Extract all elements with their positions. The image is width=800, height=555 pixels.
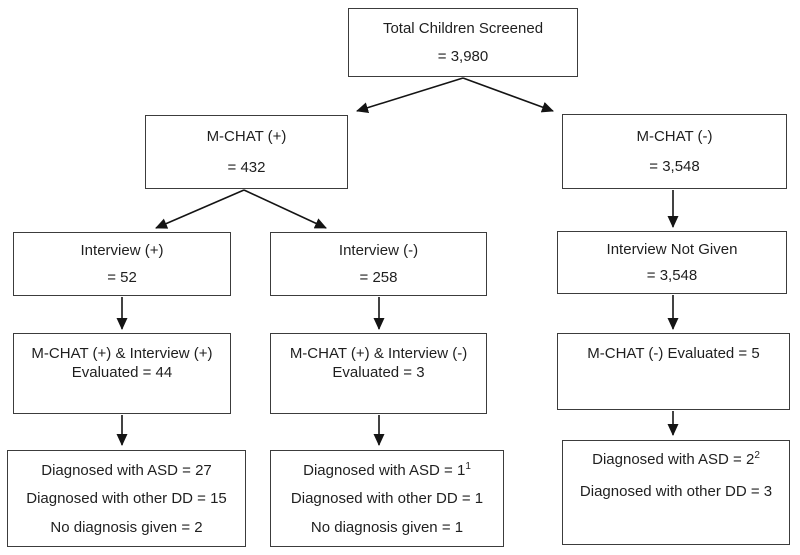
node-dx-not-given: Diagnosed with ASD = 22 Diagnosed with o… (562, 440, 790, 545)
interview-positive-value: = 52 (107, 269, 137, 286)
dx-not-given-other-dd: Diagnosed with other DD = 3 (579, 483, 773, 500)
eval-pos-value: Evaluated = 44 (71, 364, 173, 381)
arrow-total-to-mchat-neg (462, 77, 554, 113)
node-dx-interview-neg: Diagnosed with ASD = 11 Diagnosed with o… (270, 450, 504, 547)
node-interview-negative: Interview (-) = 258 (270, 232, 487, 296)
mchat-negative-label: M-CHAT (-) (636, 127, 713, 145)
dx-neg-other-dd: Diagnosed with other DD = 1 (290, 490, 484, 507)
node-dx-interview-pos: Diagnosed with ASD = 27 Diagnosed with o… (7, 450, 246, 547)
eval-mchat-neg-label: M-CHAT (-) Evaluated = 5 (587, 345, 760, 362)
node-mchat-negative: M-CHAT (-) = 3,548 (562, 114, 787, 189)
node-total-screened: Total Children Screened = 3,980 (348, 8, 578, 77)
node-eval-mchat-pos-interview-neg: M-CHAT (+) & Interview (-) Evaluated = 3 (270, 333, 487, 414)
dx-neg-asd-text: Diagnosed with ASD = 1 (303, 461, 466, 479)
eval-neg-value: Evaluated = 3 (332, 364, 425, 381)
node-eval-mchat-pos-interview-pos: M-CHAT (+) & Interview (+) Evaluated = 4… (13, 333, 231, 414)
arrow-mchat-pos-to-interview-neg (243, 189, 327, 229)
node-interview-not-given: Interview Not Given = 3,548 (557, 231, 787, 294)
dx-pos-no-diagnosis: No diagnosis given = 2 (50, 518, 203, 536)
arrow-total-to-mchat-pos (356, 77, 464, 113)
total-screened-value: = 3,980 (437, 48, 489, 66)
eval-pos-label: M-CHAT (+) & Interview (+) (31, 345, 213, 362)
dx-pos-other-dd: Diagnosed with other DD = 15 (26, 490, 227, 507)
dx-not-given-asd-text: Diagnosed with ASD = 2 (592, 451, 755, 468)
dx-neg-asd: Diagnosed with ASD = 11 (303, 461, 471, 480)
arrow-mchat-pos-to-interview-pos (155, 189, 245, 229)
node-eval-mchat-neg: M-CHAT (-) Evaluated = 5 (557, 333, 790, 410)
dx-neg-asd-footnote-superscript: 1 (465, 460, 471, 472)
node-mchat-positive: M-CHAT (+) = 432 (145, 115, 348, 189)
dx-not-given-asd-footnote-superscript: 2 (754, 450, 760, 461)
dx-pos-asd: Diagnosed with ASD = 27 (41, 461, 212, 479)
mchat-negative-value: = 3,548 (649, 158, 700, 176)
dx-not-given-asd: Diagnosed with ASD = 22 (592, 450, 760, 469)
interview-negative-label: Interview (-) (338, 242, 419, 259)
node-interview-positive: Interview (+) = 52 (13, 232, 231, 296)
mchat-positive-value: = 432 (227, 158, 266, 176)
mchat-positive-label: M-CHAT (+) (206, 128, 287, 146)
interview-not-given-label: Interview Not Given (606, 240, 738, 258)
interview-not-given-value: = 3,548 (646, 267, 698, 285)
dx-neg-no-diagnosis: No diagnosis given = 1 (310, 518, 464, 536)
interview-negative-value: = 258 (359, 269, 398, 286)
total-screened-label: Total Children Screened (382, 19, 544, 37)
eval-neg-label: M-CHAT (+) & Interview (-) (289, 345, 468, 362)
interview-positive-label: Interview (+) (80, 242, 164, 259)
